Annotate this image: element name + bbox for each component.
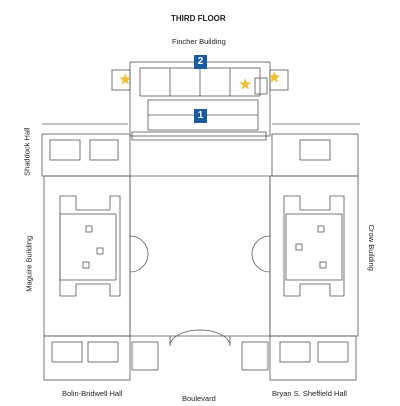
fincher-building-label: Fincher Building (172, 37, 226, 46)
boulevard-label: Boulevard (182, 394, 216, 403)
marker-2[interactable]: 2 (194, 55, 207, 69)
maguire-building-label: Maguire Building (24, 235, 34, 292)
shaddock-hall-label: Shaddock Hall (22, 127, 32, 176)
sheffield-hall-label: Bryan S. Sheffield Hall (272, 389, 347, 398)
crow-building-outline (269, 175, 359, 337)
floor-title: THIRD FLOOR (171, 14, 226, 23)
bolin-bridwell-outline (43, 335, 131, 381)
marker-1[interactable]: 1 (194, 109, 207, 123)
star-icon[interactable]: ★ (119, 71, 132, 87)
bolin-bridwell-label: Bolin-Bridwell Hall (62, 389, 123, 398)
crow-building-label: Crow Building (366, 224, 376, 271)
maguire-building-outline (43, 175, 131, 337)
star-icon[interactable]: ★ (239, 76, 252, 92)
sheffield-hall-outline (269, 335, 357, 381)
central-courtyard-outline (129, 175, 271, 337)
star-icon[interactable]: ★ (268, 69, 281, 85)
